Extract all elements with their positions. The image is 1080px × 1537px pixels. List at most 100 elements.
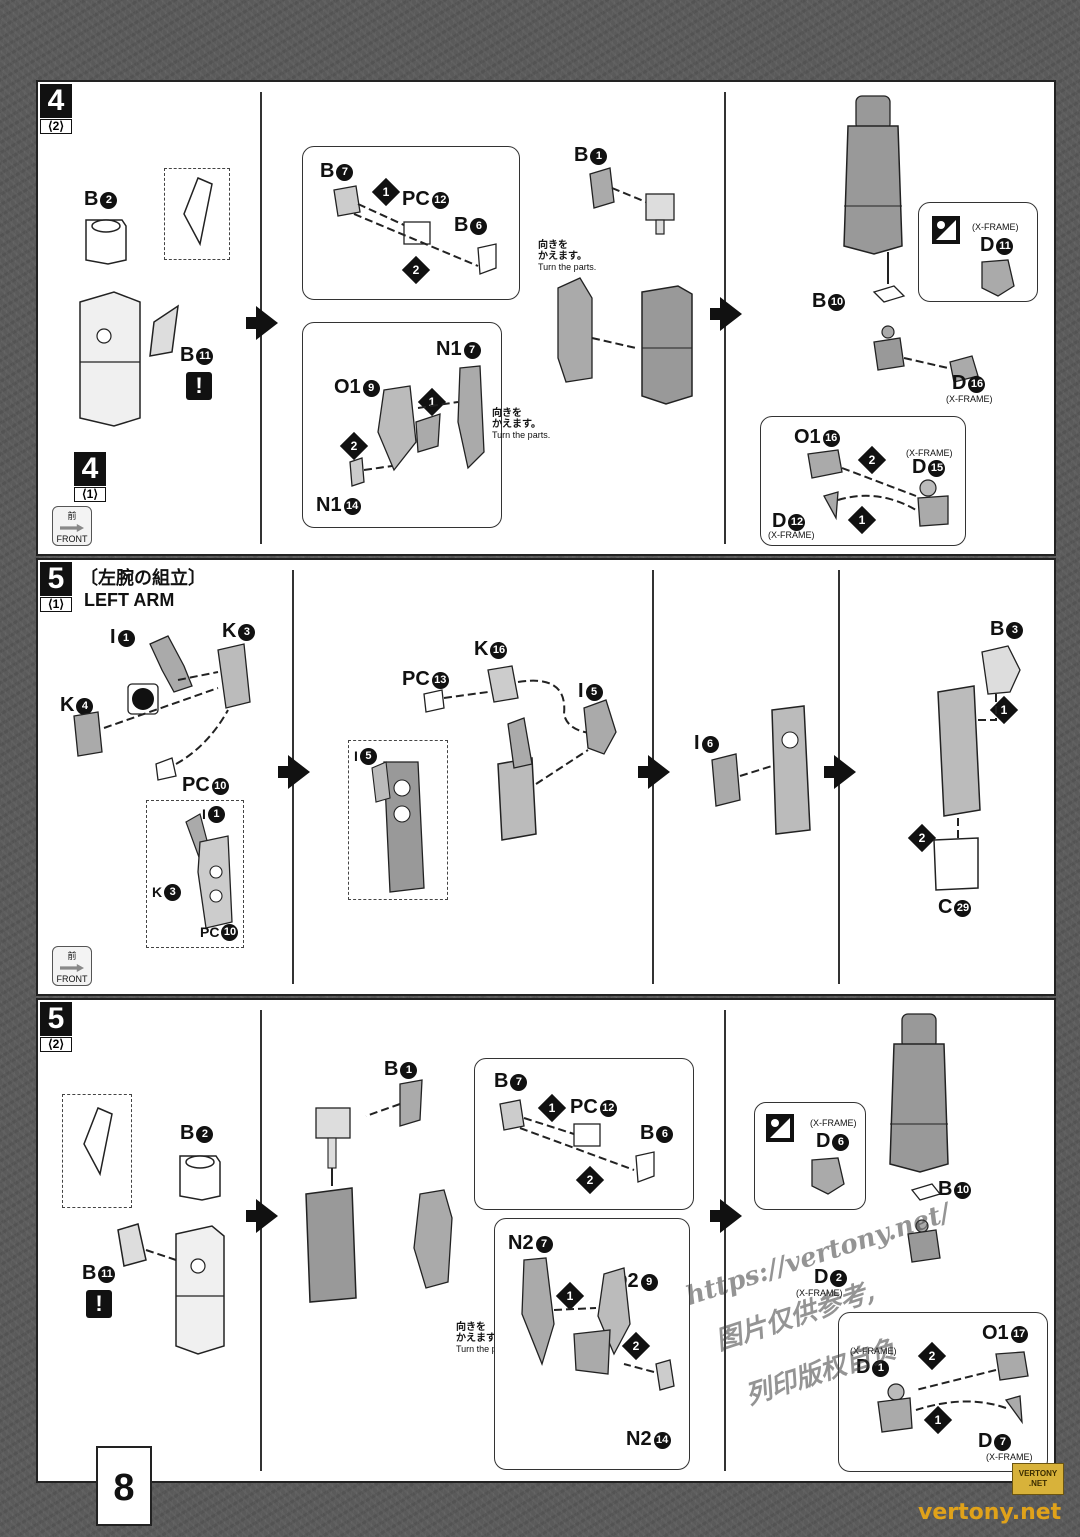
joint-drawing — [877, 1351, 1029, 1433]
site-url: vertony.net — [918, 1500, 1062, 1525]
step-badge: 4 ⟨2⟩ — [40, 84, 72, 134]
arm-assembly-drawing — [79, 291, 179, 427]
left-arm-parts-drawing — [73, 635, 251, 781]
armor-drawing — [413, 1189, 453, 1289]
i5-detail-box — [348, 740, 448, 900]
hand-variant-icon — [766, 1114, 794, 1142]
armor-fin-drawing — [349, 365, 485, 487]
step-badge: 5 ⟨2⟩ — [40, 1002, 72, 1052]
xframe-label: (X-FRAME) — [768, 530, 815, 540]
wrist-joint-drawing — [907, 1183, 942, 1263]
turn-note: 向きをかえます。Turn the parts. — [492, 408, 551, 441]
flow-arrow-icon — [256, 1199, 278, 1233]
flow-arrow-tail — [710, 1210, 720, 1222]
forearm-assembly-drawing — [423, 665, 617, 841]
arm-assembly-drawing — [117, 1223, 225, 1355]
flow-arrow-tail — [246, 1210, 256, 1222]
color-variant-icon — [127, 683, 159, 715]
b11-detail-box — [164, 168, 230, 260]
front-label: FRONT — [56, 534, 88, 544]
part-b1-drawing — [589, 167, 675, 235]
step-number: 4 — [40, 84, 72, 118]
assembled-detail-drawing — [185, 813, 233, 929]
upper-arm-result-drawing — [843, 95, 903, 255]
assembled-detail-box — [146, 800, 244, 948]
front-kanji: 前 — [67, 511, 77, 521]
xframe-label: (X-FRAME) — [850, 1346, 897, 1356]
section-title-jp: 〔左腕の組立〕 — [80, 568, 206, 588]
hand-d11-drawing — [981, 259, 1015, 297]
flow-arrow-icon — [648, 755, 670, 789]
xframe-label: (X-FRAME) — [796, 1288, 843, 1298]
step-subnumber: ⟨1⟩ — [40, 597, 72, 612]
xframe-label: (X-FRAME) — [986, 1452, 1033, 1462]
turn-note: 向きをかえます。Turn the parts. — [538, 240, 597, 273]
vertony-logo: VERTONY .NET — [1012, 1463, 1064, 1495]
upper-arm-result-drawing — [889, 1013, 949, 1173]
warning-icon: ! — [86, 1290, 112, 1318]
wrist-joint-drawing — [872, 252, 979, 383]
turn-note: 向きをかえます。Turn the parts. — [456, 1322, 515, 1355]
flow-arrow-icon — [720, 297, 742, 331]
hand-d6-drawing — [811, 1157, 845, 1195]
step-number: 5 — [40, 562, 72, 596]
part-b2-drawing — [179, 1155, 221, 1201]
b11-detail-box — [62, 1094, 132, 1208]
front-arrow-icon — [60, 964, 84, 972]
xframe-label: (X-FRAME) — [972, 222, 1019, 232]
flow-arrow-icon — [834, 755, 856, 789]
panel-divider — [260, 1010, 262, 1471]
flow-arrow-tail — [638, 766, 648, 778]
front-kanji: 前 — [67, 951, 77, 961]
flow-arrow-icon — [720, 1199, 742, 1233]
flow-arrow-tail — [246, 317, 256, 329]
armor-fin-drawing — [521, 1257, 675, 1391]
forearm-drawing — [557, 277, 693, 405]
front-arrow-icon — [60, 524, 84, 532]
joint-drawing — [807, 449, 949, 527]
page-number: 8 — [96, 1446, 152, 1526]
flow-arrow-icon — [288, 755, 310, 789]
xframe-label: (X-FRAME) — [946, 394, 993, 404]
i6-assembly-drawing — [711, 705, 811, 835]
section-title-en: LEFT ARM — [84, 590, 175, 610]
flow-arrow-tail — [710, 308, 720, 320]
reference-step-badge: 4 ⟨1⟩ — [74, 452, 106, 502]
part-b11-detail-drawing — [183, 177, 213, 247]
step-subnumber: ⟨2⟩ — [40, 119, 72, 134]
step-badge: 5 ⟨1⟩ — [40, 562, 72, 612]
